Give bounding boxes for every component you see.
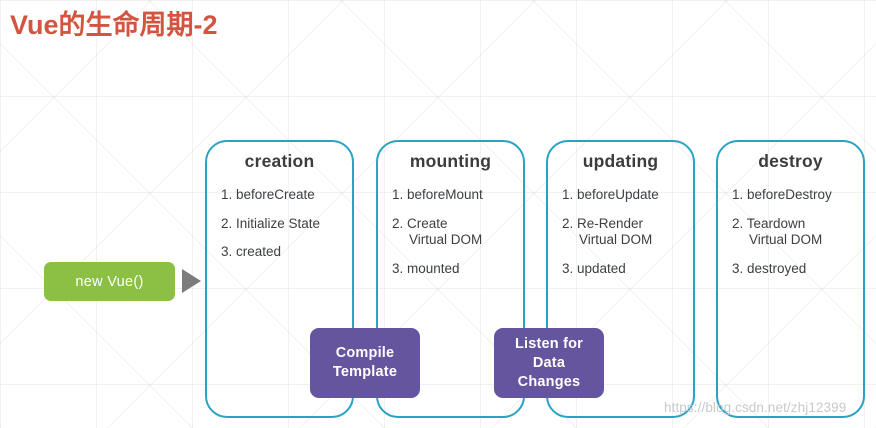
card-list-creation: 1. beforeCreate 2. Initialize State 3. c… xyxy=(221,187,344,273)
lifecycle-card-mounting: mounting 1. beforeMount 2. Create Virtua… xyxy=(376,140,525,418)
list-item: 2. Initialize State xyxy=(221,215,321,231)
page-title: Vue的生命周期-2 xyxy=(10,10,218,40)
card-list-destroy: 1. beforeDestroy 2. Teardown Virtual DOM… xyxy=(732,187,855,289)
card-list-mounting: 1. beforeMount 2. Create Virtual DOM 3. … xyxy=(392,187,515,289)
list-item: 3. destroyed xyxy=(732,260,807,276)
process-box-compile-template[interactable]: Compile Template xyxy=(310,328,420,398)
right-triangle-arrow-icon xyxy=(182,269,201,293)
process-box-label: Listen for Data Changes xyxy=(514,335,584,390)
list-item: 1. beforeMount xyxy=(392,187,483,202)
list-item: 2. Re-Render Virtual DOM xyxy=(562,215,653,248)
watermark: https://blog.csdn.net/zhj12399 xyxy=(664,400,847,415)
list-item: 2. Teardown Virtual DOM xyxy=(732,215,823,248)
process-box-label: Compile Template xyxy=(332,345,398,380)
process-box-listen-for-data-changes[interactable]: Listen for Data Changes xyxy=(494,328,604,398)
list-item: 3. mounted xyxy=(392,260,460,276)
card-list-updating: 1. beforeUpdate 2. Re-Render Virtual DOM… xyxy=(562,187,685,289)
list-item: 3. updated xyxy=(562,260,626,276)
list-item: 2. Create Virtual DOM xyxy=(392,215,483,248)
card-title-updating: updating xyxy=(582,151,659,171)
list-item: 1. beforeDestroy xyxy=(732,187,832,202)
start-node-label: new Vue() xyxy=(75,273,144,290)
start-node-new-vue[interactable]: new Vue() xyxy=(44,262,175,301)
card-title-creation: creation xyxy=(244,151,315,171)
list-item: 1. beforeCreate xyxy=(221,187,315,202)
lifecycle-card-updating: updating 1. beforeUpdate 2. Re-Render Vi… xyxy=(546,140,695,418)
card-title-mounting: mounting xyxy=(409,151,492,171)
list-item: 1. beforeUpdate xyxy=(562,187,659,202)
card-title-destroy: destroy xyxy=(758,151,823,171)
lifecycle-card-creation: creation 1. beforeCreate 2. Initialize S… xyxy=(205,140,354,418)
lifecycle-card-destroy: destroy 1. beforeDestroy 2. Teardown Vir… xyxy=(716,140,865,418)
list-item: 3. created xyxy=(221,244,282,259)
